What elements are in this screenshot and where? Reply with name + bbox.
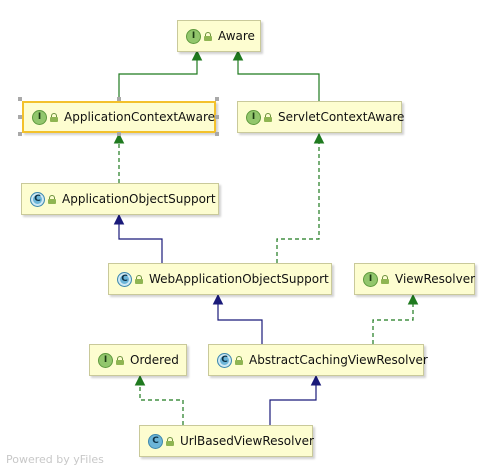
lock-icon	[50, 112, 58, 122]
node-abstract-caching-view-resolver[interactable]: C AbstractCachingViewResolver	[208, 344, 428, 376]
abstract-class-icon: C	[217, 352, 232, 368]
selection-handle[interactable]	[18, 97, 22, 101]
class-icon: C	[148, 433, 163, 449]
interface-icon: I	[98, 352, 113, 368]
lock-icon	[116, 355, 124, 365]
interface-icon: I	[32, 109, 47, 125]
node-servlet-context-aware[interactable]: I ServletContextAware	[237, 101, 405, 133]
node-application-object-support[interactable]: C ApplicationObjectSupport	[21, 183, 219, 215]
node-ordered[interactable]: I Ordered	[89, 344, 187, 376]
node-view-resolver[interactable]: I ViewResolver	[354, 263, 475, 295]
edge-webappobj-appobj	[113, 213, 163, 263]
node-label: ServletContextAware	[278, 110, 405, 124]
interface-icon: I	[363, 271, 378, 287]
selection-handle[interactable]	[215, 132, 219, 136]
node-application-context-aware[interactable]: I ApplicationContextAware	[22, 101, 216, 133]
node-label: ApplicationContextAware	[64, 110, 216, 124]
node-label: ViewResolver	[395, 272, 476, 286]
node-label: Ordered	[130, 353, 179, 367]
selection-handle[interactable]	[117, 97, 121, 101]
lock-icon	[381, 274, 389, 284]
selection-handle[interactable]	[117, 132, 121, 136]
selection-handle[interactable]	[18, 132, 22, 136]
interface-icon: I	[246, 109, 261, 125]
node-label: WebApplicationObjectSupport	[149, 272, 329, 286]
edge-abstractcaching-viewresolver	[372, 293, 419, 344]
node-label: UrlBasedViewResolver	[180, 434, 314, 448]
lock-icon	[264, 112, 272, 122]
powered-by-label: Powered by yFiles	[6, 453, 104, 466]
lock-icon	[135, 274, 143, 284]
lock-icon	[166, 436, 174, 446]
edge-urlbased-abstractcaching	[269, 374, 322, 425]
node-url-based-view-resolver[interactable]: C UrlBasedViewResolver	[139, 425, 314, 457]
abstract-class-icon: C	[117, 271, 132, 287]
selection-handle[interactable]	[215, 97, 219, 101]
edge-abstractcaching-webappobj	[212, 293, 263, 344]
edge-webappobj-servletctx	[276, 132, 325, 263]
selection-handle[interactable]	[215, 115, 219, 119]
node-label: AbstractCachingViewResolver	[249, 353, 428, 367]
selection-handle[interactable]	[18, 115, 22, 119]
interface-icon: I	[186, 28, 201, 44]
lock-icon	[204, 31, 212, 41]
edge-urlbased-ordered	[134, 374, 184, 425]
node-aware[interactable]: I Aware	[177, 20, 261, 52]
node-label: Aware	[218, 29, 255, 43]
node-web-application-object-support[interactable]: C WebApplicationObjectSupport	[108, 263, 332, 295]
lock-icon	[235, 355, 243, 365]
edge-appctxaware-aware	[118, 49, 203, 101]
abstract-class-icon: C	[30, 191, 45, 207]
lock-icon	[48, 194, 56, 204]
node-label: ApplicationObjectSupport	[62, 192, 216, 206]
edge-servletctxaware-aware	[232, 49, 320, 101]
